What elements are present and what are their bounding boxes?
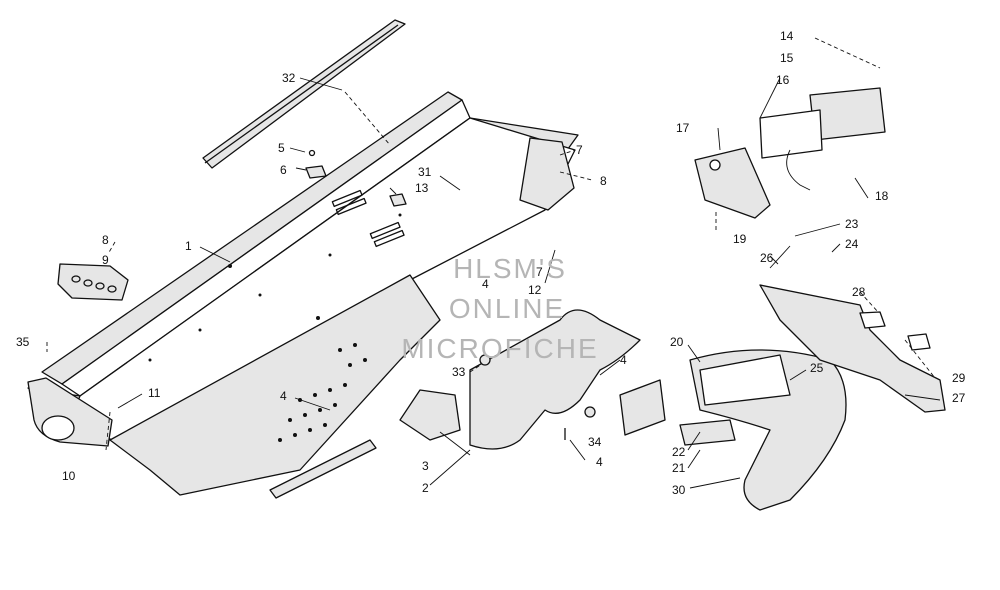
callout-21: 21 [672,461,686,475]
callout-8: 8 [102,233,109,247]
callout-4: 4 [620,353,627,367]
part-4-running-board [109,274,441,499]
callout-23: 23 [845,217,859,231]
watermark-line-3: MICROFICHE [401,333,598,364]
callout-14: 14 [780,29,794,43]
watermark-line-2: ONLINE [449,293,565,324]
callout-4: 4 [482,277,489,291]
leader-lines [46,37,941,489]
callout-2: 2 [422,481,429,495]
callout-6: 6 [280,163,287,177]
callout-1: 1 [185,239,192,253]
callout-26: 26 [760,251,774,265]
callout-28: 28 [852,285,866,299]
part-32-trim-strip [202,19,406,169]
callout-30: 30 [672,483,686,497]
tunnel-vents [331,189,405,248]
callout-29: 29 [952,371,966,385]
callout-16: 16 [776,73,790,87]
callout-25: 25 [810,361,824,375]
callout-10: 10 [62,469,76,483]
callout-7: 7 [536,265,543,279]
part-20-rear-bumper [619,349,847,511]
running-board-holes [278,343,367,442]
callout-17: 17 [676,121,690,135]
callout-12: 12 [528,283,542,297]
callout-31: 31 [418,165,432,179]
callout-8: 8 [600,174,607,188]
callout-13: 13 [415,181,429,195]
watermark: HLSM'S ONLINE MICROFICHE [401,253,598,364]
watermark-line-1: HLSM'S [453,253,567,284]
callout-34: 34 [588,435,602,449]
callout-24: 24 [845,237,859,251]
callout-27: 27 [952,391,966,405]
part-3-bracket [399,389,461,441]
callout-4: 4 [280,389,287,403]
part-1-tunnel [27,91,579,447]
callout-35: 35 [16,335,30,349]
part-2-flap [469,309,641,450]
callout-4: 4 [596,455,603,469]
tunnel-rivets [148,213,402,362]
callout-3: 3 [422,459,429,473]
callout-20: 20 [670,335,684,349]
small-hardware [305,149,407,207]
part-27-rear-flap [759,284,946,413]
callout-18: 18 [875,189,889,203]
callout-5: 5 [278,141,285,155]
callout-33: 33 [452,365,466,379]
callout-labels: 1 2 3 4 4 4 4 5 6 7 7 8 8 9 10 11 12 13 … [16,29,966,497]
callout-22: 22 [672,445,686,459]
fasteners [479,354,596,440]
callout-19: 19 [733,232,747,246]
callout-7: 7 [576,143,583,157]
part-9-plate [57,263,129,301]
callout-32: 32 [282,71,296,85]
callout-9: 9 [102,253,109,267]
callout-15: 15 [780,51,794,65]
callout-11: 11 [148,386,161,400]
part-15-17-taillight [694,87,886,219]
